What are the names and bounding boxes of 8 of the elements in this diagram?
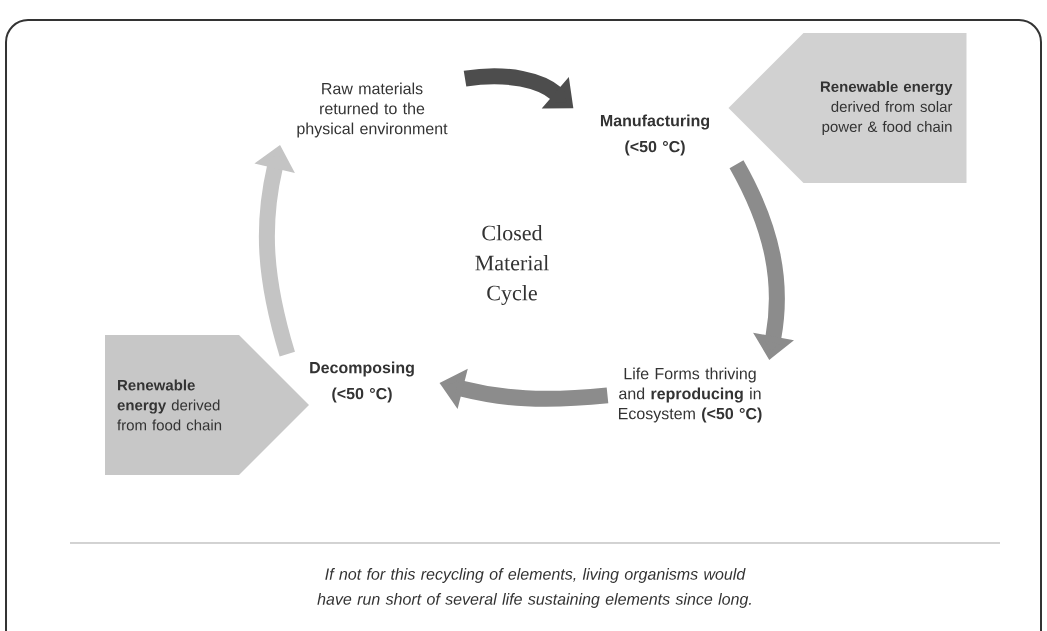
node-text: Manufacturing (<50 °C) (600, 114, 710, 156)
node-text: Decomposing (<50 °C) (310, 361, 414, 403)
energy-arrow-box: Renewable energy derived from solar power & food chain (728, 33, 967, 183)
node-text: Raw materials returned to the physical environment (297, 82, 448, 138)
node-text: Life Forms thriving and reproducing in Ecosystem (<50 °C) (619, 367, 762, 423)
energy-arrow-box: Renewable energy derived from food chain (105, 335, 309, 475)
caption: If not for this recycling of elements, living organisms would have run short of several life sustaining elements since long. (317, 568, 751, 608)
center-title: Closed Material Cycle (475, 225, 549, 305)
